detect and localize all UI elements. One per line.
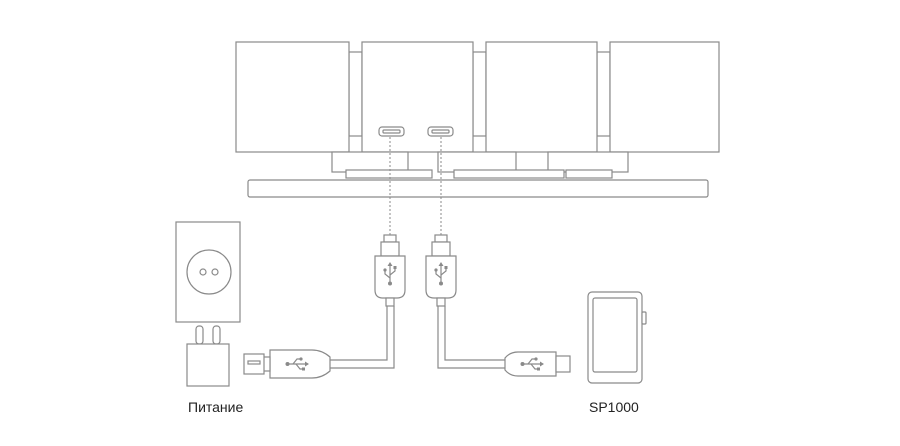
panel-3 [485, 41, 598, 153]
stand-base [247, 179, 709, 198]
wall-socket-icon [175, 221, 241, 323]
panel-1 [235, 41, 350, 153]
usb-cable-power [243, 234, 406, 379]
usb-port-1 [378, 126, 405, 137]
usb-port-2 [427, 126, 454, 137]
power-label: Питание [188, 399, 244, 415]
player-label: SP1000 [589, 399, 639, 415]
panel-4 [609, 41, 720, 153]
speaker-array [235, 41, 720, 198]
usb-cable-player [425, 234, 571, 377]
panel-2 [361, 41, 474, 153]
music-player-icon [587, 291, 647, 384]
power-adapter-icon [186, 325, 230, 387]
